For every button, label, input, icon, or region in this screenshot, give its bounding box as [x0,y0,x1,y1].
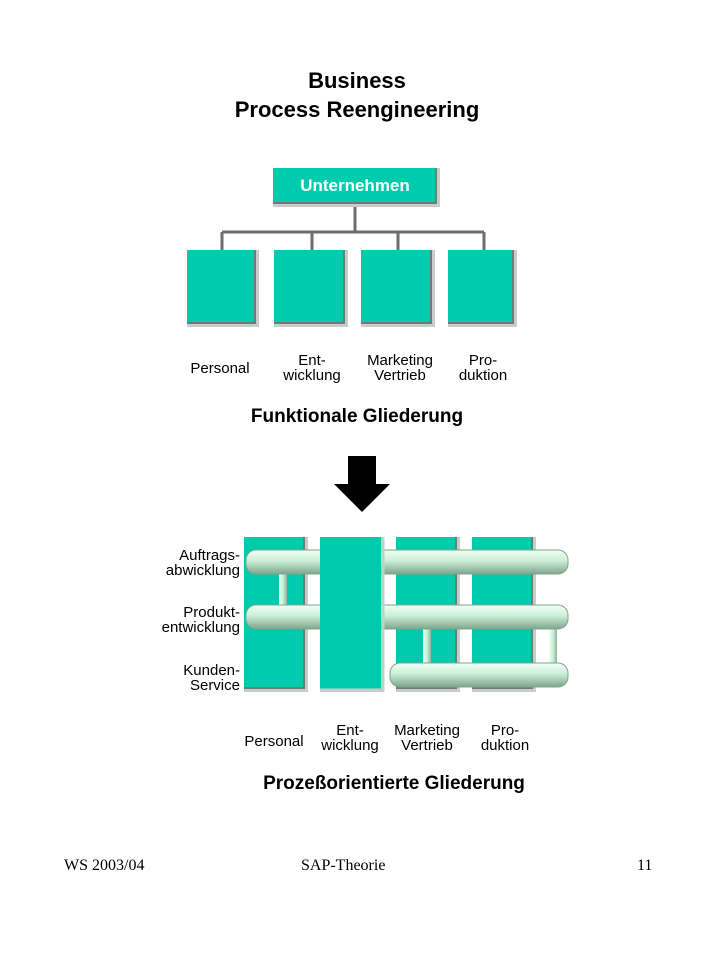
footer-course: SAP-Theorie [301,857,386,874]
connector-right-produkt-kunden [549,626,557,664]
bottom-dept-label-produktion: Pro- duktion [480,722,530,754]
root-node-unternehmen: Unternehmen [273,168,440,207]
bottom-dept-label-entwicklung: Ent- wicklung [321,722,379,754]
top-dept-label-produktion: Pro- duktion [458,352,508,384]
title-line-2: Process Reengineering [234,97,480,122]
top-dept-label-personal: Personal [190,360,250,377]
process-label-kundenservice: Kunden- Service [183,662,240,694]
top-dept-label-marketing: Marketing Vertrieb [367,352,433,384]
caption-funktionale-gliederung: Funktionale Gliederung [250,406,464,427]
process-label-auftragsabwicklung: Auftrags- abwicklung [165,547,240,579]
bottom-dept-label-personal: Personal [244,733,304,750]
department-box-entwicklung [274,250,348,327]
top-dept-label-entwicklung: Ent- wicklung [283,352,341,384]
department-box-marketing [361,250,435,327]
column-overlay-entwicklung [320,537,381,689]
department-box-produktion [448,250,517,327]
bottom-dept-label-marketing: Marketing Vertrieb [394,722,460,754]
process-pipe-kundenservice [389,662,569,688]
root-node-label: Unternehmen [300,176,410,195]
caption-prozessorientierte-gliederung: Prozeßorientierte Gliederung [263,773,525,794]
department-box-personal [187,250,259,327]
footer-page-number: 11 [637,857,653,874]
connector-marketing-produkt-kunden [423,626,431,664]
footer-semester: WS 2003/04 [64,857,145,874]
down-arrow-icon [334,456,390,512]
connector-personal-auftrag-produkt [279,572,287,606]
title-line-1: Business [308,68,406,93]
process-label-produktentwicklung: Produkt- entwicklung [161,604,240,636]
